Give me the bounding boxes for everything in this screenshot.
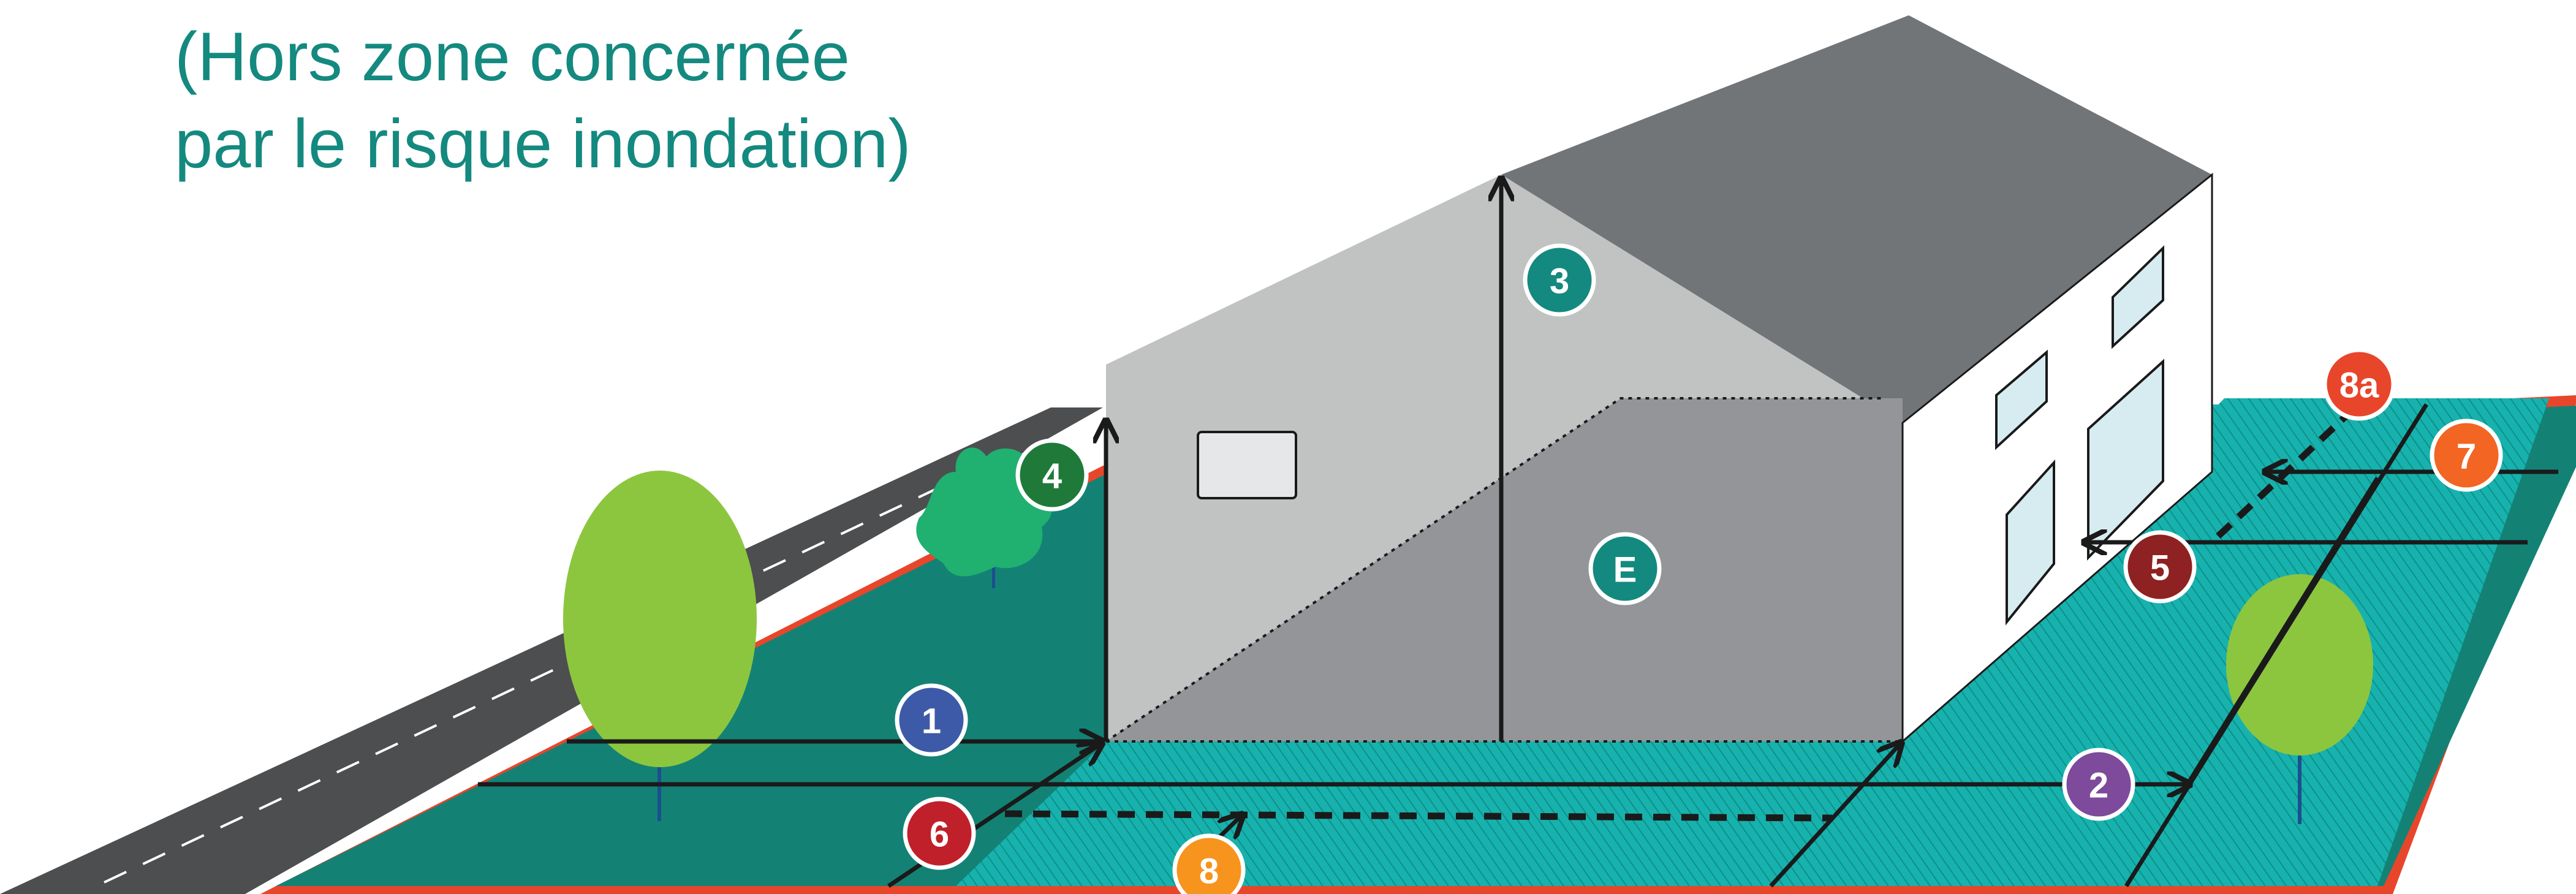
- marker-1: 1: [895, 683, 968, 757]
- boundary-diag-2: [2186, 477, 2379, 786]
- marker-label: 7: [2457, 437, 2476, 477]
- tree-right-trunk: [2298, 751, 2301, 824]
- marker-circle: [2430, 419, 2503, 492]
- footprint-dotted: [1105, 397, 1884, 743]
- tree-right: [2226, 574, 2373, 756]
- marker-label: 8: [1199, 852, 1219, 892]
- marker-3: 3: [1523, 243, 1596, 317]
- tree-left: [563, 471, 757, 767]
- marker-circle: [2123, 530, 2197, 604]
- marker-2: 2: [2062, 748, 2135, 821]
- marker-circle: [1588, 532, 1662, 605]
- facade-window-mid: [1995, 349, 2048, 450]
- marker-circle: [1172, 833, 1246, 894]
- marker-label: 6: [930, 815, 949, 855]
- title-line-2: par le risque inondation): [175, 105, 911, 182]
- marker-label: 5: [2150, 548, 2170, 588]
- marker-e: E: [1588, 532, 1662, 605]
- marker-6: 6: [903, 797, 976, 870]
- marker-5: 5: [2123, 530, 2197, 604]
- road-center-line: [104, 455, 1006, 884]
- facade-window-top: [2112, 245, 2164, 349]
- marker-circle: [1523, 243, 1596, 317]
- marker-circle: [2322, 347, 2396, 421]
- title: (Hors zone concernée par le risque inond…: [175, 13, 911, 188]
- marker-label: E: [1613, 550, 1637, 590]
- roof: [1501, 15, 2212, 423]
- facade-door-left: [2006, 459, 2055, 626]
- marker-circle: [1015, 438, 1089, 512]
- marker-label: 8a: [2339, 366, 2379, 406]
- marker-circle: [903, 797, 976, 870]
- marker-8a: 8a: [2322, 347, 2396, 421]
- title-line-1: (Hors zone concernée: [175, 18, 850, 95]
- boundary-diag-1: [2124, 403, 2428, 887]
- marker-label: 2: [2089, 766, 2108, 806]
- marker-8: 8: [1172, 833, 1246, 894]
- facade-windows: [1995, 245, 2164, 626]
- marker-circle: [2062, 748, 2135, 821]
- hatched-zone-right: [1930, 404, 2525, 754]
- gable-window: [1197, 431, 1297, 499]
- dashed-8: [1004, 810, 1833, 822]
- road: [0, 407, 1103, 894]
- tree-left-trunk: [657, 754, 661, 821]
- marker-label: 4: [1042, 456, 1062, 496]
- marker-circle: [895, 683, 968, 757]
- marker-7: 7: [2430, 419, 2503, 492]
- arrow-right-diag: [1769, 744, 1900, 888]
- marker-4: 4: [1015, 438, 1089, 512]
- shrub-trunk: [992, 551, 995, 588]
- gable-wall: [1106, 175, 1903, 741]
- markers: 1 2 3 4 5 6 7 8 8aE: [895, 243, 2503, 894]
- marker-label: 3: [1550, 262, 1569, 301]
- side-wall-shadow: [1106, 398, 1903, 741]
- marker-label: 1: [922, 702, 941, 741]
- facade-door-right: [2087, 358, 2164, 561]
